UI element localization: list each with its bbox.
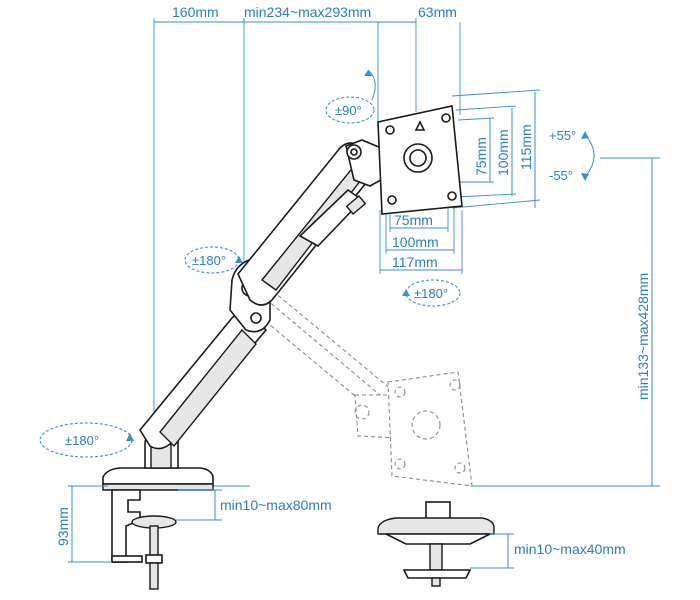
vesa-width-100-label: 100mm	[392, 234, 439, 250]
vesa-dimension-lines	[379, 89, 541, 274]
tilt-indicator	[581, 131, 595, 181]
ghost-arm-lowered	[245, 281, 473, 487]
clamp-dimension-lines	[68, 485, 222, 563]
depth-base-label: 160mm	[172, 4, 219, 20]
height-range-label: min133~max428mm	[635, 273, 651, 400]
rotation-indicator-joint	[184, 246, 243, 274]
vesa-height-100-label: 100mm	[495, 129, 511, 176]
vesa-height-115-label: 115mm	[518, 124, 534, 170]
rotate-plate-label: ±180°	[414, 286, 448, 301]
grommet-range-label: min10~max40mm	[514, 541, 626, 557]
swivel-top-label: ±90°	[335, 103, 362, 118]
vesa-width-75-label: 75mm	[394, 212, 433, 228]
tilt-up-label: +55°	[549, 128, 576, 143]
vesa-width-117-label: 117mm	[392, 254, 438, 270]
clamp-range-label: min10~max80mm	[220, 497, 332, 513]
tilt-down-label: -55°	[549, 168, 573, 183]
rotation-indicator-plate	[402, 279, 461, 307]
grommet-dimension-lines	[470, 533, 514, 569]
plate-offset-label: 63mm	[418, 4, 457, 20]
rotation-indicator-base	[39, 422, 134, 458]
joint-mid-label: ±180°	[192, 253, 226, 268]
rotation-indicator-top	[325, 69, 376, 124]
top-dimension-lines	[153, 18, 461, 486]
arm-reach-label: min234~max293mm	[244, 4, 371, 20]
grommet-mount	[377, 501, 495, 587]
monitor-arm	[102, 105, 463, 590]
vesa-height-75-label: 75mm	[473, 137, 489, 176]
clamp-height-label: 93mm	[55, 507, 71, 546]
base-swivel-label: ±180°	[65, 433, 99, 448]
